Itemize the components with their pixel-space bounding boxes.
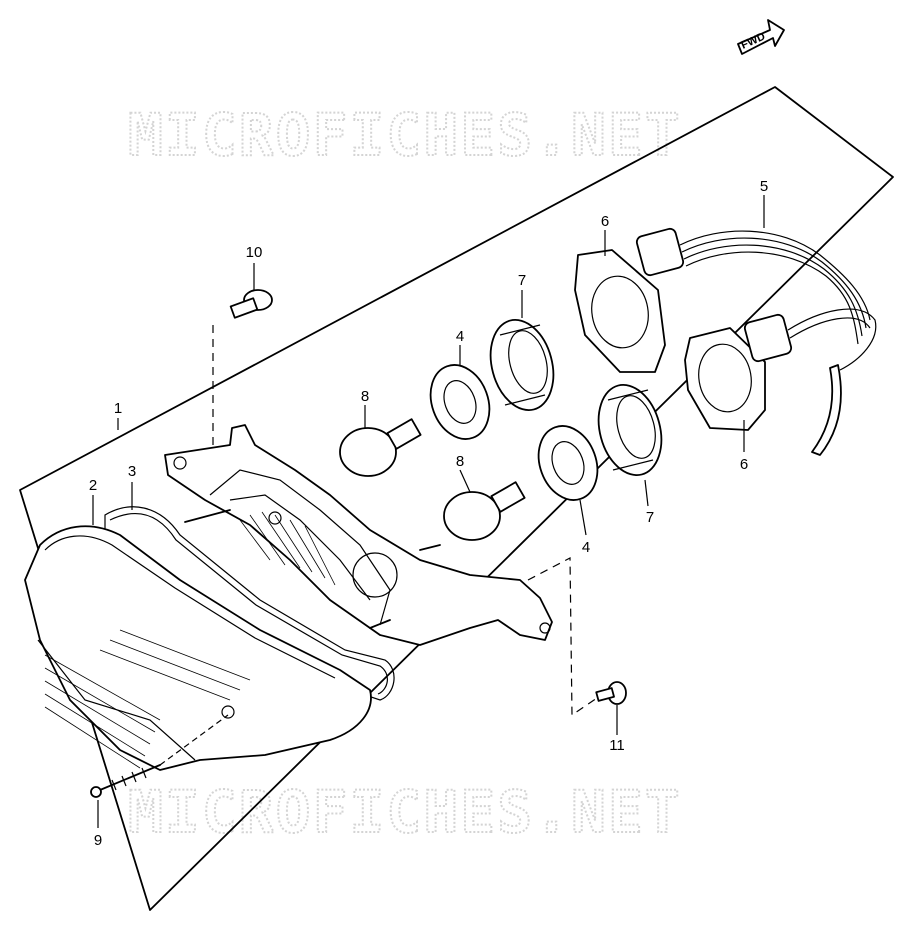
gasket-part-6-lower <box>684 327 766 431</box>
bolt-part-10 <box>212 289 273 445</box>
watermark-bottom: MICROFICHES.NET <box>128 778 682 846</box>
socket-ring-part-4-lower <box>537 425 599 501</box>
callout-8-upper: 8 <box>361 388 369 405</box>
bulb-part-8-upper <box>339 418 422 477</box>
wire-harness-part-5 <box>635 227 877 456</box>
assembly-boundary <box>19 86 894 911</box>
screw-part-9 <box>90 714 229 798</box>
callout-7-upper: 7 <box>518 272 526 289</box>
callout-4-upper: 4 <box>456 328 464 345</box>
gasket-part-6-upper <box>574 249 666 373</box>
lens-part-2 <box>24 525 372 771</box>
socket-ring-part-4-upper <box>429 364 491 440</box>
bulb-part-8-lower <box>443 481 526 541</box>
callout-1: 1 <box>114 400 122 417</box>
callout-3: 3 <box>128 463 136 480</box>
callout-6-lower: 6 <box>740 456 748 473</box>
watermark-top: MICROFICHES.NET <box>128 101 682 169</box>
callout-11: 11 <box>609 737 625 754</box>
callout-8-lower: 8 <box>456 453 464 470</box>
bolt-part-11 <box>527 557 627 717</box>
callout-4-lower: 4 <box>582 539 590 556</box>
holder-part-7-upper <box>489 318 555 412</box>
fwd-arrow-icon: FWD <box>737 19 785 55</box>
callout-10: 10 <box>246 244 263 261</box>
gasket-part-3 <box>104 506 395 701</box>
callout-6-upper: 6 <box>601 213 609 230</box>
holder-part-7-lower <box>597 383 663 477</box>
leader-lines <box>92 195 765 828</box>
callout-7-lower: 7 <box>646 509 654 526</box>
housing-part-1 <box>164 424 553 646</box>
callout-5: 5 <box>760 178 768 195</box>
callout-2: 2 <box>89 477 97 494</box>
callout-9: 9 <box>94 832 102 849</box>
